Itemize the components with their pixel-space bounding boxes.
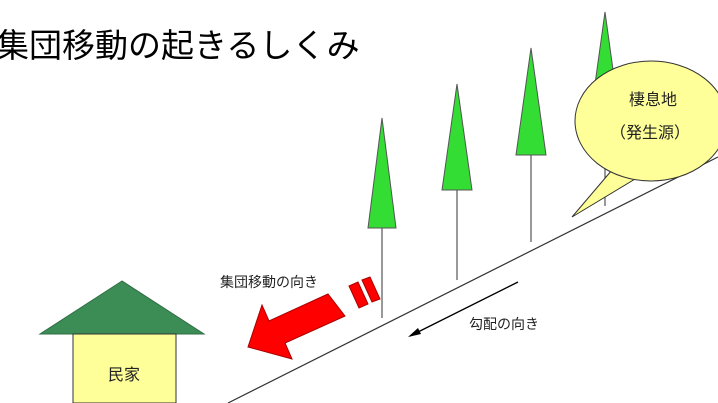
house-roof bbox=[38, 280, 206, 335]
movement-arrow-stripe-2 bbox=[361, 276, 381, 303]
slope-line bbox=[227, 156, 718, 403]
slope-direction-label: 勾配の向き bbox=[469, 317, 539, 333]
slope-direction-arrow bbox=[408, 281, 519, 337]
habitat-bubble bbox=[571, 60, 718, 218]
tree-2-crown bbox=[441, 83, 473, 191]
tree-3-crown bbox=[515, 47, 547, 156]
habitat-source-label: （発生源） bbox=[610, 123, 690, 142]
house-wall bbox=[72, 333, 177, 403]
habitat-label: 棲息地 bbox=[629, 90, 677, 109]
movement-direction-label: 集団移動の向き bbox=[220, 274, 318, 291]
house-icon bbox=[38, 280, 206, 403]
house-label: 民家 bbox=[108, 365, 140, 384]
tree-1-crown bbox=[367, 117, 397, 229]
movement-direction-arrow bbox=[247, 276, 381, 360]
movement-arrow-stripe-1 bbox=[348, 281, 369, 309]
diagram-title: 集団移動の起きるしくみ bbox=[0, 26, 360, 65]
